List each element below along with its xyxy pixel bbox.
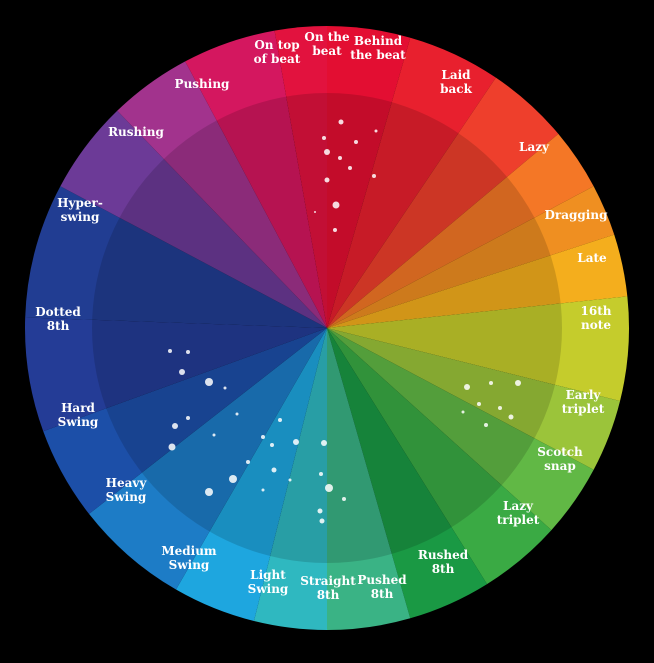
wheel-wedge — [43, 328, 327, 514]
decor-dot — [319, 472, 323, 476]
decor-dot — [461, 410, 465, 414]
decor-dot — [205, 488, 213, 496]
decor-dot — [342, 497, 346, 501]
wheel-wedge — [24, 317, 327, 432]
wheel-wedge — [60, 110, 328, 329]
decor-dot — [293, 439, 299, 445]
wheel-wedge — [274, 26, 327, 328]
decor-dot — [168, 349, 172, 353]
decor-dot — [338, 156, 342, 160]
decor-dot — [179, 369, 185, 375]
decor-dot — [205, 378, 213, 386]
wheel-wedge — [327, 37, 496, 328]
decor-dot — [322, 136, 326, 140]
wheel-wedge — [327, 328, 552, 585]
decor-dot — [235, 412, 239, 416]
wheel-wedge — [89, 328, 327, 590]
decor-dot — [372, 174, 376, 178]
wheel-wedge — [327, 328, 621, 470]
decor-dot — [314, 211, 316, 213]
decor-dot — [515, 380, 521, 386]
decor-dot — [229, 475, 237, 483]
wheel-wedge — [117, 61, 328, 329]
wheel-wedge — [185, 30, 327, 328]
decor-dot — [212, 433, 216, 437]
decor-dot — [464, 384, 470, 390]
wheel-wedge — [327, 186, 615, 328]
decor-dot — [498, 406, 502, 410]
decor-dot — [354, 140, 358, 144]
decor-dot — [261, 488, 265, 492]
decor-dot — [348, 166, 352, 170]
decor-dot — [271, 467, 277, 473]
segment-label: Dragging — [545, 208, 609, 222]
decor-dot — [317, 508, 323, 514]
decor-dot — [246, 460, 250, 464]
segment-label: Late — [577, 251, 607, 265]
wheel-wedges — [24, 26, 629, 630]
segment-label: Pushing — [175, 77, 231, 91]
decor-dot — [484, 423, 488, 427]
wheel-wedge — [25, 186, 328, 328]
decor-dot — [278, 418, 282, 422]
decor-dot — [223, 386, 227, 390]
wheel-wedge — [327, 26, 411, 328]
decor-dot — [319, 518, 325, 524]
decor-dot — [324, 177, 330, 183]
segment-label: Lazy — [519, 140, 550, 154]
wheel-wedge — [327, 328, 411, 630]
wheel-wedge — [327, 296, 629, 402]
decor-dot — [332, 201, 340, 209]
decor-dot — [288, 478, 292, 482]
segment-label: Rushing — [108, 125, 164, 139]
decor-dot — [324, 149, 330, 155]
decor-dot — [168, 443, 176, 451]
wheel-wedge — [176, 328, 327, 622]
decor-dot — [374, 129, 378, 133]
segment-label: Hyper-swing — [57, 196, 103, 224]
decor-dot — [508, 414, 514, 420]
wheel-wedge — [327, 328, 488, 619]
dot-clusters — [168, 119, 521, 524]
decor-dot — [261, 435, 265, 439]
wheel-wedge — [327, 77, 559, 329]
decor-dot — [172, 423, 178, 429]
inner-ring-shade — [92, 93, 562, 563]
wheel-wedge — [327, 133, 594, 328]
decor-dot — [186, 350, 190, 354]
wheel-wedge — [327, 328, 594, 531]
decor-dot — [477, 402, 481, 406]
decor-dot — [489, 381, 493, 385]
decor-dot — [321, 440, 327, 446]
decor-dot — [325, 484, 333, 492]
wheel-wedge — [327, 234, 628, 328]
decor-dot — [186, 416, 190, 420]
decor-dot — [338, 119, 344, 125]
decor-dot — [270, 443, 274, 447]
decor-dot — [333, 228, 337, 232]
